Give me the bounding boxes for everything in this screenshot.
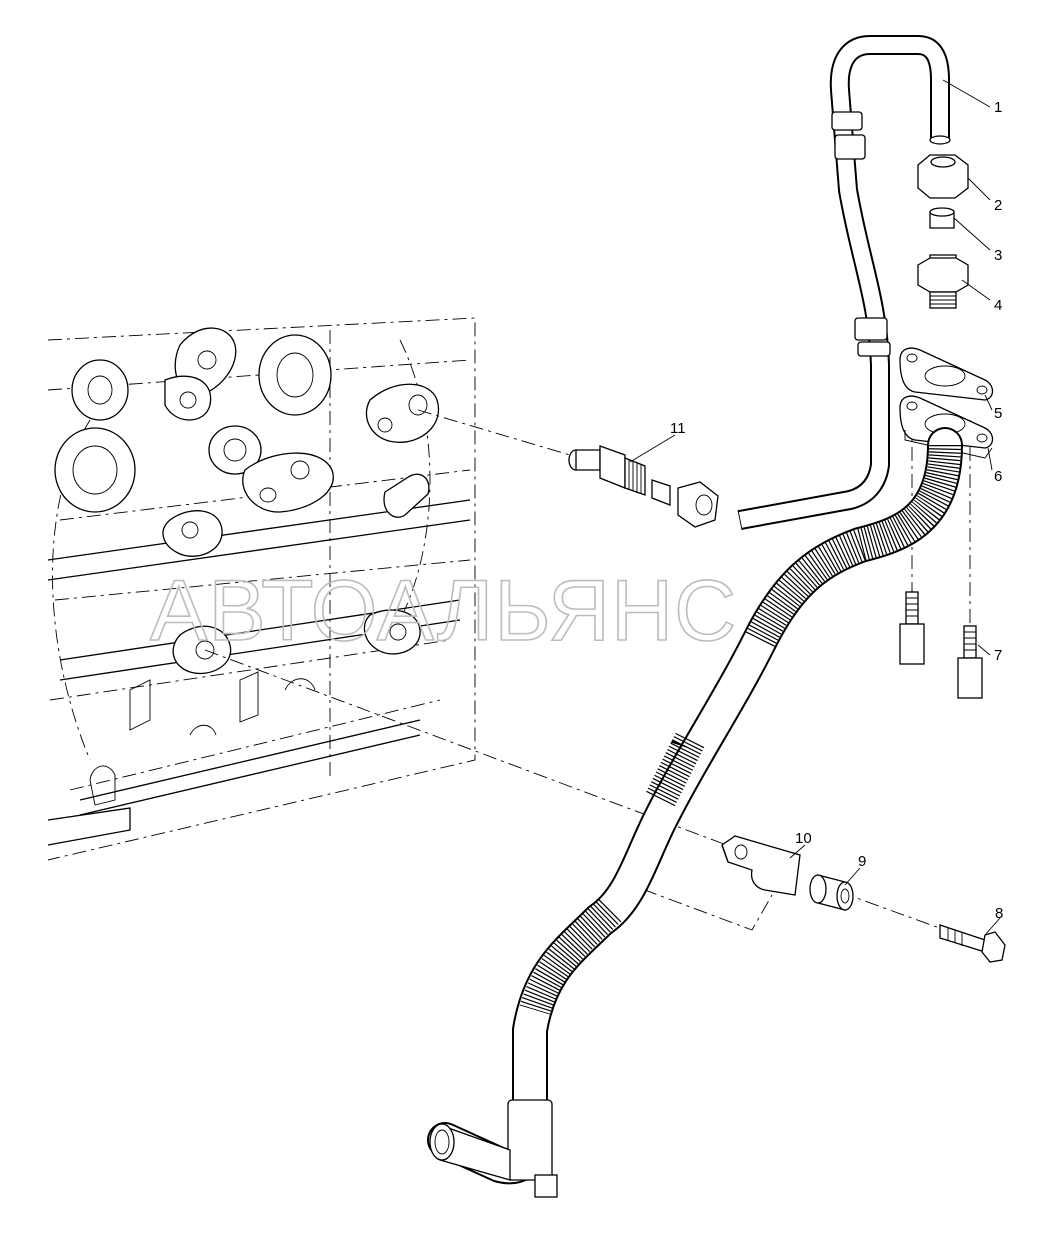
gaskets-5-6	[899, 347, 994, 459]
callout-11: 11	[670, 420, 686, 437]
callout-2: 2	[994, 197, 1002, 214]
callouts: 1 2 3 4 5 6 7 8 9 10 11	[670, 99, 1003, 922]
union-fitting-11	[568, 445, 719, 528]
spacer-9	[809, 874, 854, 911]
oil-return-hose	[427, 427, 963, 1198]
callout-9: 9	[858, 853, 866, 870]
callout-5: 5	[994, 405, 1002, 422]
callout-6: 6	[994, 468, 1002, 485]
studs-7	[899, 591, 983, 699]
callout-10: 10	[795, 830, 812, 847]
callout-8: 8	[995, 905, 1003, 922]
callout-1: 1	[994, 99, 1002, 116]
oil-feed-tube	[737, 35, 951, 531]
callout-4: 4	[994, 297, 1002, 314]
bolt-8	[939, 924, 1006, 963]
fittings-2-3-4	[917, 154, 969, 309]
callout-7: 7	[994, 647, 1002, 664]
engine-block	[47, 317, 476, 861]
leader-lines	[629, 79, 1001, 936]
callout-3: 3	[994, 247, 1002, 264]
watermark-text: АВТОАЛЬЯНС	[150, 563, 737, 659]
clamp-bracket-10	[721, 835, 801, 896]
